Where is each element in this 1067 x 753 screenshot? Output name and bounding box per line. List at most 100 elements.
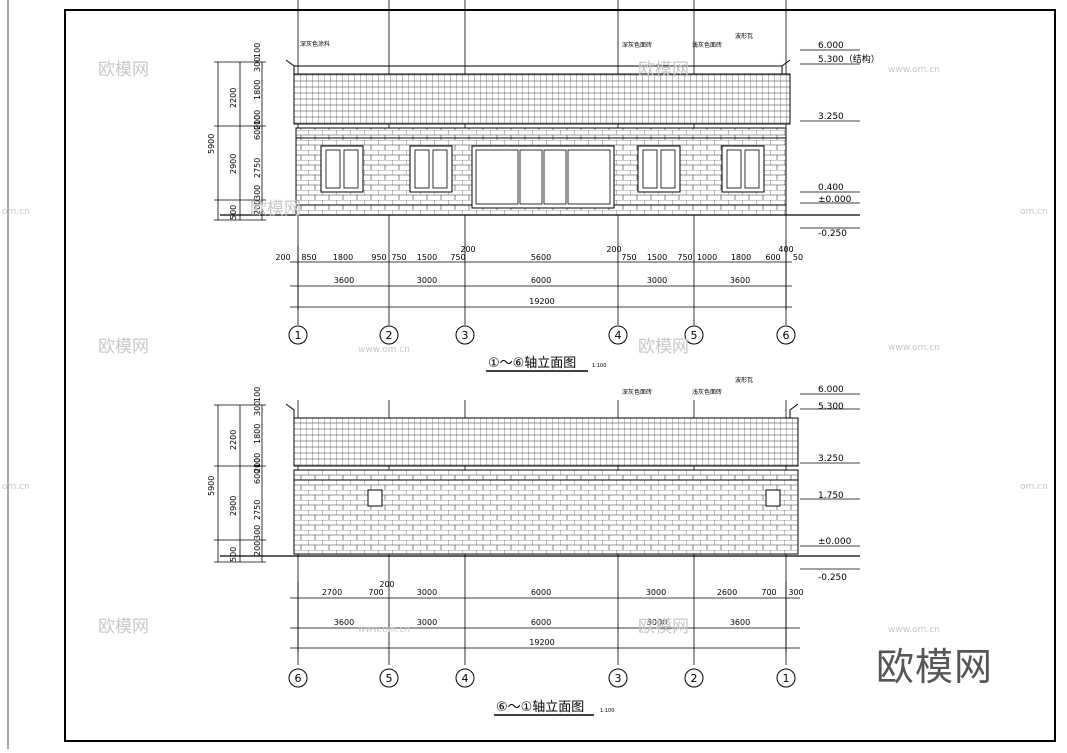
horizontal-dim: 5600 (531, 253, 551, 262)
horizontal-dim: 200 (275, 253, 290, 262)
elevation-mark: 6.000 (818, 385, 844, 395)
vertical-dim: 600 (253, 125, 262, 140)
elevation-mark: 3.250 (818, 112, 844, 122)
site-watermark: www.om.cn (358, 625, 410, 635)
elevation-mark: ±0.000 (818, 195, 852, 205)
horizontal-dim: 1500 (647, 253, 667, 262)
horizontal-dim: 2700 (322, 588, 342, 597)
axis-bubble (608, 668, 628, 688)
axis-label: 4 (615, 329, 622, 342)
axis-label: 5 (691, 329, 698, 342)
material-note: 深灰色面砖 (622, 388, 652, 396)
horizontal-dim: 1500 (417, 253, 437, 262)
axis-label: 5 (386, 672, 393, 685)
material-note: 浅灰色面砖 (692, 388, 722, 396)
vertical-dim: 2200 (229, 430, 238, 450)
vertical-dim: 2750 (253, 500, 262, 520)
horizontal-dim: 700 (761, 588, 776, 597)
horizontal-dim: 200 (606, 245, 621, 254)
view-title: ①～⑥轴立面图 (488, 356, 576, 371)
vertical-dim: 200 (253, 115, 262, 130)
vertical-dim: 2900 (229, 496, 238, 516)
horizontal-dim: 600 (765, 253, 780, 262)
sheet-border (64, 9, 1056, 742)
horizontal-dim: 750 (621, 253, 636, 262)
vertical-dim: 500 (229, 205, 238, 220)
horizontal-dim: 1000 (697, 253, 717, 262)
logo-watermark: 欧模网 (98, 617, 149, 637)
horizontal-dim: 6000 (531, 618, 551, 627)
horizontal-dim: 6000 (531, 588, 551, 597)
horizontal-dim: 700 (368, 588, 383, 597)
elevation-mark: 6.000 (818, 41, 844, 51)
horizontal-dim: 200 (379, 580, 394, 589)
elevation-mark: ±0.000 (818, 537, 852, 547)
logo-watermark: 欧模网 (98, 337, 149, 357)
vertical-dim: 300 (253, 525, 262, 540)
material-note: 深灰色涂料 (300, 40, 330, 48)
elevation-mark: -0.250 (818, 573, 847, 583)
horizontal-dim: 750 (677, 253, 692, 262)
edge-watermark: om.cn (2, 207, 30, 217)
logo-watermark: 欧模网 (638, 337, 689, 357)
horizontal-dim: 200 (460, 245, 475, 254)
vertical-dim: 2200 (229, 88, 238, 108)
horizontal-dim: 750 (391, 253, 406, 262)
horizontal-dim: 3000 (646, 588, 666, 597)
vertical-dim: 2900 (229, 154, 238, 174)
horizontal-dim: 300 (788, 588, 803, 597)
elevation-mark: 5.300（结构） (818, 53, 880, 65)
edge-watermark: om.cn (1020, 207, 1048, 217)
horizontal-dim: 3600 (730, 618, 750, 627)
site-watermark: www.om.cn (888, 625, 940, 635)
vertical-dim: 300 (253, 401, 262, 416)
horizontal-dim: 6000 (531, 276, 551, 285)
horizontal-dim: 1800 (731, 253, 751, 262)
horizontal-total: 19200 (529, 638, 554, 647)
vertical-dim: 100 (253, 43, 262, 58)
axis-label: 2 (691, 672, 698, 685)
elevation-mark: 5.300 (818, 402, 844, 412)
view-scale: 1:100 (600, 708, 614, 714)
horizontal-total: 19200 (529, 297, 554, 306)
vertical-dim: 100 (253, 110, 262, 125)
axis-bubble (288, 325, 308, 345)
horizontal-dim: 750 (450, 253, 465, 262)
elevation-mark: 3.250 (818, 454, 844, 464)
horizontal-dim: 3000 (647, 618, 667, 627)
horizontal-dim: 400 (778, 245, 793, 254)
brand-watermark: 欧模网 (876, 645, 994, 689)
axis-bubble (684, 325, 704, 345)
horizontal-dim: 3000 (417, 276, 437, 285)
logo-watermark: 欧模网 (638, 617, 689, 637)
vertical-dim: 2750 (253, 158, 262, 178)
vertical-total: 5900 (207, 476, 216, 496)
horizontal-dim: 3000 (417, 618, 437, 627)
material-note: 波形瓦 (735, 376, 753, 384)
material-note: 深灰色面砖 (622, 41, 652, 49)
horizontal-dim: 950 (371, 253, 386, 262)
top-elevation (214, 0, 860, 372)
bottom-elevation (214, 393, 860, 716)
horizontal-dim: 1800 (333, 253, 353, 262)
axis-label: 3 (615, 672, 622, 685)
vertical-dim: 200 (253, 200, 262, 215)
site-watermark: www.om.cn (888, 343, 940, 353)
vertical-dim: 100 (253, 387, 262, 402)
horizontal-dim: 3600 (730, 276, 750, 285)
axis-bubble (455, 668, 475, 688)
horizontal-dim: 2600 (717, 588, 737, 597)
edge-watermark: om.cn (2, 482, 30, 492)
elevation-mark: -0.250 (818, 229, 847, 239)
vertical-dim: 200 (253, 458, 262, 473)
material-note: 浅灰色面砖 (692, 41, 722, 49)
horizontal-dim: 3600 (334, 276, 354, 285)
horizontal-dim: 850 (301, 253, 316, 262)
axis-label: 6 (295, 672, 302, 685)
axis-bubble (776, 325, 796, 345)
axis-bubble (684, 668, 704, 688)
horizontal-dim: 3600 (334, 618, 354, 627)
view-title: ⑥～①轴立面图 (496, 700, 584, 715)
axis-label: 3 (462, 329, 469, 342)
